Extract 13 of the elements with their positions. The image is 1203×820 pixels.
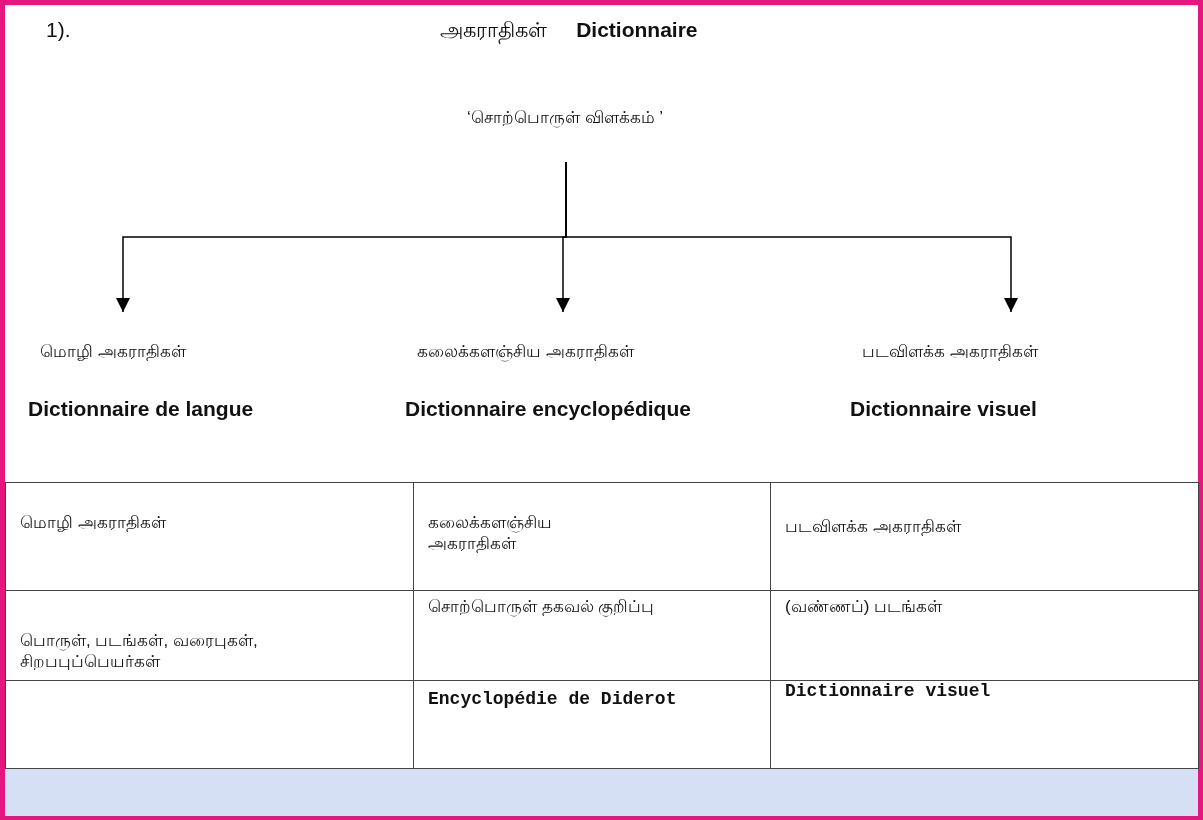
arrow (565, 161, 1018, 313)
category-label: Dictionnaire encyclopédique (405, 397, 692, 421)
category-label: Dictionnaire visuel (850, 397, 1038, 421)
table-cell: படவிளக்க அகராதிகள் (770, 482, 1199, 591)
category-text: படவிளக்க அகராதிகள் (862, 342, 1040, 363)
title: அகராதிகள் Dictionnaire (440, 18, 698, 45)
category-text: மொழி அகராதிகள் (40, 342, 188, 363)
category-text: கலைக்களஞ்சிய அகராதிகள் (417, 342, 636, 363)
table-cell: மொழி அகராதிகள் (5, 482, 414, 591)
item-number: 1). (46, 18, 71, 42)
category-label: Dictionnaire de langue (28, 397, 255, 421)
heading-text: ‘சொற்பொருள் விளக்கம் ’ (466, 108, 664, 129)
table-cell: Dictionnaire visuel (770, 680, 1199, 769)
